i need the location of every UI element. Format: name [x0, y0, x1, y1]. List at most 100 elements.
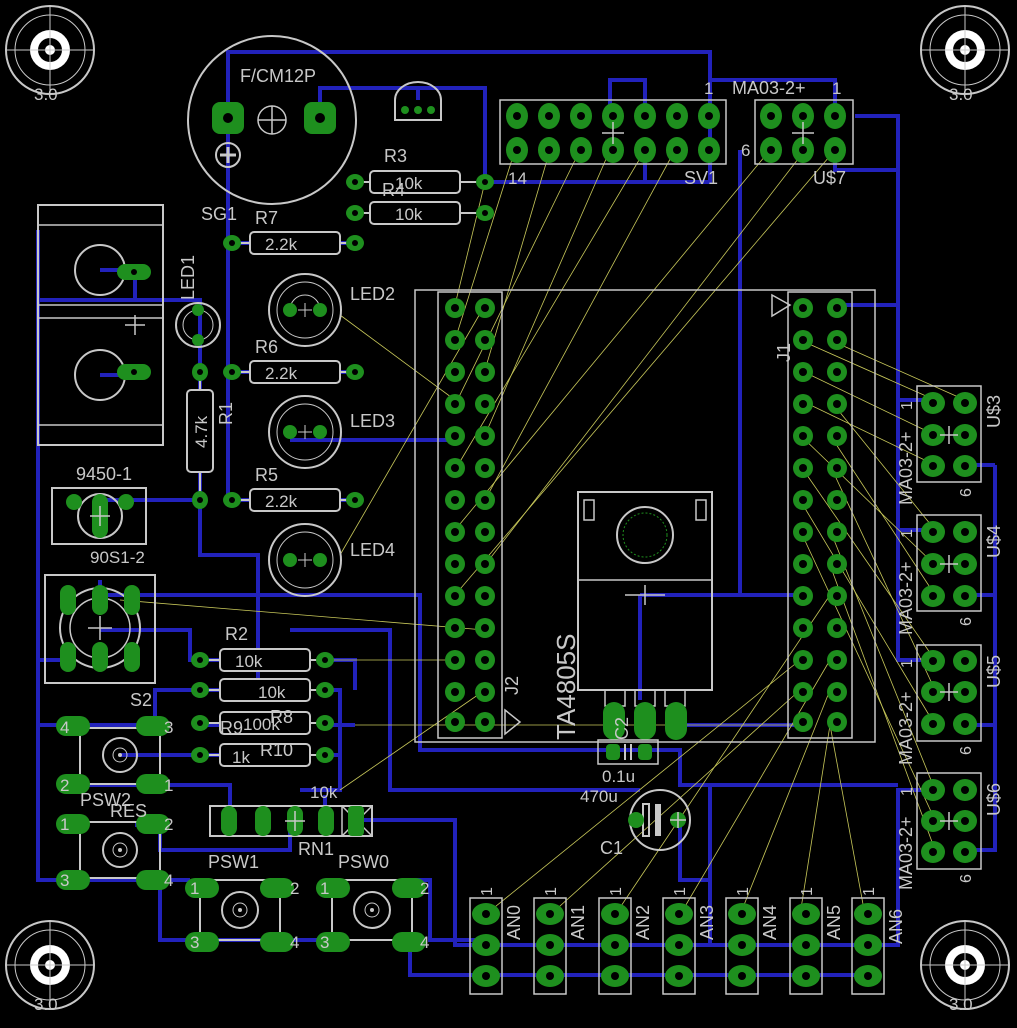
ic-name-label: TA4805S	[551, 634, 581, 740]
mounting-hole-bottom-left: 3.0	[5, 920, 95, 1014]
s2-name-label: S2	[130, 690, 152, 710]
component-transistor	[394, 81, 442, 121]
us7-name-label: U$7	[813, 168, 846, 188]
r9-value-label: 100k	[243, 715, 280, 734]
r8-name-label: R8	[270, 707, 293, 727]
resistor-r2: R2 10k	[191, 624, 334, 672]
resistor-r8: 10k	[191, 678, 334, 702]
an6-pin1-label: 1	[861, 887, 878, 896]
an2-pin1-label: 1	[608, 887, 625, 896]
r10-name-label: R10	[260, 740, 293, 760]
led-led4: LED4	[268, 523, 395, 597]
power-jack	[37, 204, 164, 446]
resistor-r3: R3 10k	[346, 146, 494, 194]
an1-label: AN1	[568, 905, 588, 940]
us6-pin1-label: 1	[899, 787, 916, 796]
header-us5: MA03-2+ U$5 1 6	[896, 644, 1004, 765]
us4-part-label: MA03-2+	[896, 561, 916, 635]
sg1-name-label: SG1	[201, 204, 237, 224]
res-pin2-label: 2	[164, 815, 173, 834]
r5-value-label: 2.2k	[265, 492, 298, 511]
pushbutton-psw0: 1 2 3 4 PSW0	[316, 852, 429, 952]
header-us6: MA03-2+ U$6 1 6	[896, 772, 1004, 890]
header-sv1: 1 14 SV1	[499, 79, 727, 188]
an2-label: AN2	[633, 905, 653, 940]
rn1-value-label: 10k	[310, 783, 338, 802]
an0-label: AN0	[504, 905, 524, 940]
s1-label: 90S1-2	[90, 548, 145, 567]
psw2-name-label: PSW2	[80, 790, 131, 810]
r2-value-label: 10k	[235, 652, 263, 671]
us7-pin1-label: 1	[832, 79, 841, 98]
led4-label: LED4	[350, 540, 395, 560]
res-name-label: RES	[110, 801, 147, 821]
switch-9450-1: 9450-1 90S1-2	[51, 464, 147, 567]
psw2-pin4-label: 4	[60, 718, 69, 737]
an4-pin1-label: 1	[735, 887, 752, 896]
header-an5: 1 AN5	[789, 887, 844, 995]
r4-value-label: 10k	[395, 205, 423, 224]
airwires	[119, 149, 966, 916]
mounting-hole-top-left: 3.0	[5, 5, 95, 104]
capacitor-c2: C2 0.1u	[597, 717, 659, 786]
an0-pin1-label: 1	[479, 887, 496, 896]
resistor-r1: R1 4.7k	[186, 363, 236, 509]
us3-pin1-label: 1	[899, 401, 916, 410]
an3-pin1-label: 1	[672, 887, 689, 896]
us5-part-label: MA03-2+	[896, 691, 916, 765]
r9-name-label: R9	[220, 718, 243, 738]
us5-pin6-label: 6	[958, 746, 975, 755]
r1-value-label: 4.7k	[192, 415, 211, 448]
switch-s2: S2	[44, 574, 156, 710]
r2-name-label: R2	[225, 624, 248, 644]
an1-pin1-label: 1	[543, 887, 560, 896]
header-us3: MA03-2+ U$3 1 6	[896, 385, 1004, 505]
r10-value-label: 1k	[232, 748, 250, 767]
pushbutton-psw1: 1 2 3 4 PSW1	[185, 852, 299, 952]
c1-value-label: 470u	[580, 787, 618, 806]
us6-part-label: MA03-2+	[896, 816, 916, 890]
mounting-hole-bottom-right: 3.0	[920, 920, 1010, 1014]
psw1-name-label: PSW1	[208, 852, 259, 872]
us3-pin6-label: 6	[958, 488, 975, 497]
header-an0: 1 AN0	[469, 887, 524, 995]
res-pin3-label: 3	[60, 871, 69, 890]
psw2-pin3-label: 3	[164, 718, 173, 737]
sv1-pin14-label: 14	[508, 169, 527, 188]
us6-pin6-label: 6	[958, 874, 975, 883]
hole-size-label: 3.0	[949, 85, 973, 104]
header-an4: 1 AN4	[725, 887, 780, 995]
led2-label: LED2	[350, 284, 395, 304]
resistor-r4: R4 10k	[346, 180, 494, 225]
r1-name-label: R1	[216, 402, 236, 425]
header-j2: J2	[437, 291, 522, 739]
us7-part-label: MA03-2+	[732, 78, 806, 98]
psw1-pin4-label: 4	[290, 933, 299, 952]
psw0-pin1-label: 1	[320, 879, 329, 898]
r3-name-label: R3	[384, 146, 407, 166]
psw1-pin3-label: 3	[190, 933, 199, 952]
rn1-name-label: RN1	[298, 839, 334, 859]
pushbutton-res: 1 2 3 4 RES	[56, 801, 173, 890]
resistor-r7: R7 2.2k	[223, 208, 364, 255]
header-us7: MA03-2+ 1 6 U$7	[732, 78, 854, 188]
us3-part-label: MA03-2+	[896, 431, 916, 505]
sw9450-name-label: 9450-1	[76, 464, 132, 484]
header-us4: MA03-2+ U$4 1 6	[896, 514, 1004, 635]
c1-name-label: C1	[600, 838, 623, 858]
us4-pin1-label: 1	[899, 529, 916, 538]
header-an2: 1 AN2	[598, 887, 653, 995]
an6-label: AN6	[886, 909, 906, 944]
hole-size-label: 3.0	[34, 85, 58, 104]
mcu-module-outline	[414, 289, 876, 743]
led-led2: LED2	[268, 273, 395, 347]
r4-name-label: R4	[382, 180, 405, 200]
sg1-part-label: F/CM12P	[240, 66, 316, 86]
us3-name-label: U$3	[984, 395, 1004, 428]
r3-value-label: 10k	[395, 174, 423, 193]
header-an6: 1 AN6	[851, 887, 906, 995]
us6-name-label: U$6	[984, 783, 1004, 816]
psw0-name-label: PSW0	[338, 852, 389, 872]
mounting-hole-top-right: 3.0	[920, 5, 1010, 104]
